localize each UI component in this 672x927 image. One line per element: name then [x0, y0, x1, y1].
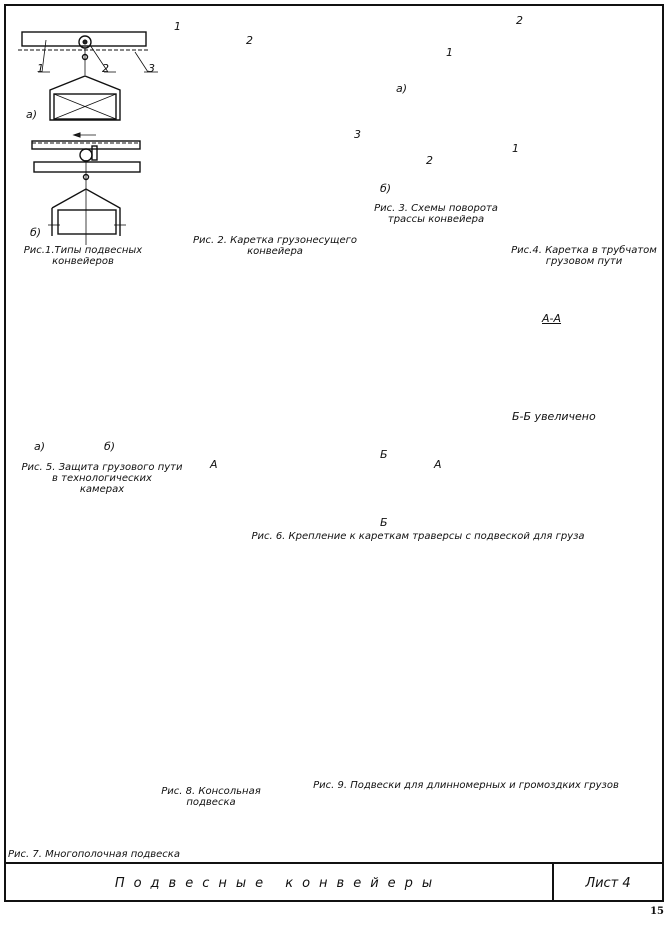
fig4-callout-2: 2 [516, 14, 523, 27]
fig5-variant-b: б) [104, 440, 116, 453]
fig1-caption: Рис.1.Типы подвесных конвейеров [23, 245, 143, 267]
fig3-callout-2: 2 [426, 154, 433, 167]
fig8-caption: Рис. 8. Консольная подвеска [161, 786, 261, 808]
fig2-callout-3: 3 [354, 128, 361, 141]
fig5-variant-a: а) [34, 440, 46, 453]
fig3-variant-b: б) [380, 182, 392, 195]
fig4-caption: Рис.4. Каретка в трубчатом грузовом пути [511, 245, 657, 267]
fig1-callout-3: 3 [148, 62, 155, 75]
page-number: 15 [650, 906, 664, 917]
title-block: Подвесные конвейеры Лист 4 [4, 862, 664, 902]
fig2-callout-2: 2 [246, 34, 253, 47]
fig3-callout-1: 1 [446, 46, 453, 59]
fig2-caption: Рис. 2. Каретка грузонесущего конвейера [192, 235, 357, 257]
sheet-number: Лист 4 [585, 875, 631, 891]
fig2-callout-1: 1 [174, 20, 181, 33]
drawing-sheet-border [4, 4, 664, 902]
fig6-cut-b-top: Б [380, 448, 388, 461]
fig6-cut-b-bottom: Б [380, 516, 388, 529]
fig7-caption: Рис. 7. Многополочная подвеска [8, 849, 180, 860]
fig1-variant-b: б) [30, 226, 42, 239]
fig1-variant-a: а) [26, 108, 38, 121]
fig6-caption: Рис. 6. Крепление к кареткам траверсы с … [251, 531, 585, 542]
fig6-cut-a-left: А [210, 458, 218, 471]
fig1-callout-2: 2 [102, 62, 109, 75]
fig1-drawing [18, 31, 158, 245]
fig5-caption: Рис. 5. Защита грузового пути в технолог… [21, 462, 183, 495]
fig6-section-a-a: А-А [542, 312, 562, 325]
fig4-callout-1: 1 [512, 142, 519, 155]
sheet-title: Подвесные конвейеры [4, 864, 554, 902]
fig9-caption: Рис. 9. Подвески для длинномерных и гром… [313, 780, 619, 791]
fig6-cut-a-right: А [434, 458, 442, 471]
fig3-caption: Рис. 3. Схемы поворота трассы конвейера [374, 203, 498, 225]
fig1-callout-1: 1 [37, 62, 44, 75]
fig6-section-b-b: Б-Б увеличено [512, 410, 596, 423]
fig3-variant-a: а) [396, 82, 408, 95]
